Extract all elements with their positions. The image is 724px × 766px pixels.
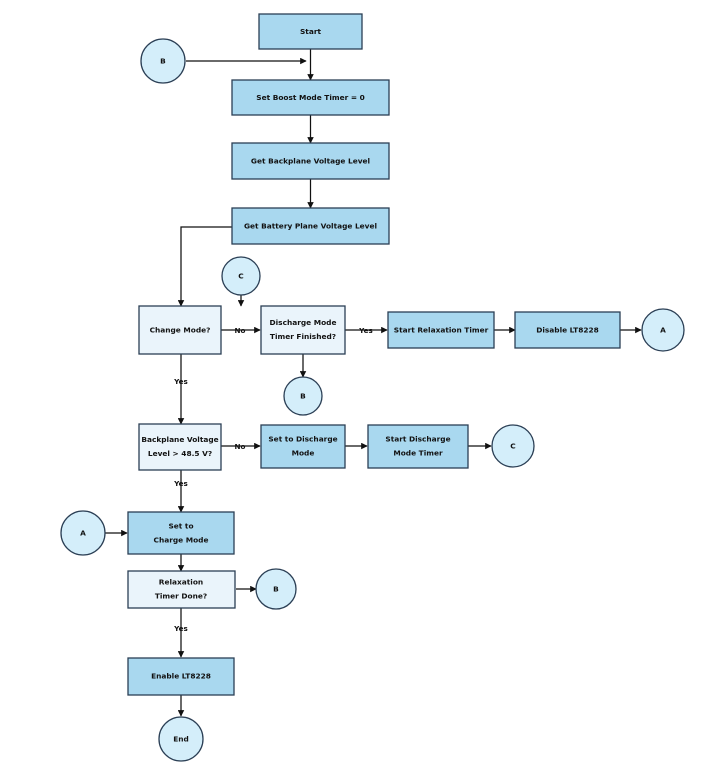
node-relaxation-timer-done[interactable]: Relaxation Timer Done? <box>127 570 236 609</box>
node-enable-lt8228[interactable]: Enable LT8228 <box>127 657 235 696</box>
node-start-relaxation-timer[interactable]: Start Relaxation Timer <box>387 311 495 349</box>
node-backplane-voltage-threshold[interactable]: Backplane Voltage Level > 48.5 V? <box>138 423 222 471</box>
connector-b-bottom[interactable]: B <box>255 568 297 610</box>
connector-a-left[interactable]: A <box>60 510 106 556</box>
node-end[interactable]: End <box>158 716 204 762</box>
node-change-mode[interactable]: Change Mode? <box>138 305 222 355</box>
node-get-backplane-voltage[interactable]: Get Backplane Voltage Level <box>231 142 390 180</box>
node-set-boost-mode-timer[interactable]: Set Boost Mode Timer = 0 <box>231 79 390 116</box>
connector-b-mid[interactable]: B <box>283 376 323 416</box>
node-start[interactable]: Start <box>258 13 363 50</box>
edge-get-battery-to-change-mode <box>177 226 232 307</box>
connector-c-top[interactable]: C <box>221 256 261 296</box>
node-disable-lt8228[interactable]: Disable LT8228 <box>514 311 621 349</box>
connector-c-right[interactable]: C <box>491 424 535 468</box>
node-discharge-mode-timer-finished[interactable]: Discharge Mode Timer Finished? <box>260 305 346 355</box>
node-start-discharge-mode-timer[interactable]: Start Discharge Mode Timer <box>367 424 469 469</box>
node-get-battery-plane-voltage[interactable]: Get Battery Plane Voltage Level <box>231 207 390 245</box>
node-set-to-charge-mode[interactable]: Set to Charge Mode <box>127 511 235 555</box>
node-set-to-discharge-mode[interactable]: Set to Discharge Mode <box>260 424 346 469</box>
connector-b-top[interactable]: B <box>140 38 186 84</box>
connector-a-right[interactable]: A <box>641 308 685 352</box>
